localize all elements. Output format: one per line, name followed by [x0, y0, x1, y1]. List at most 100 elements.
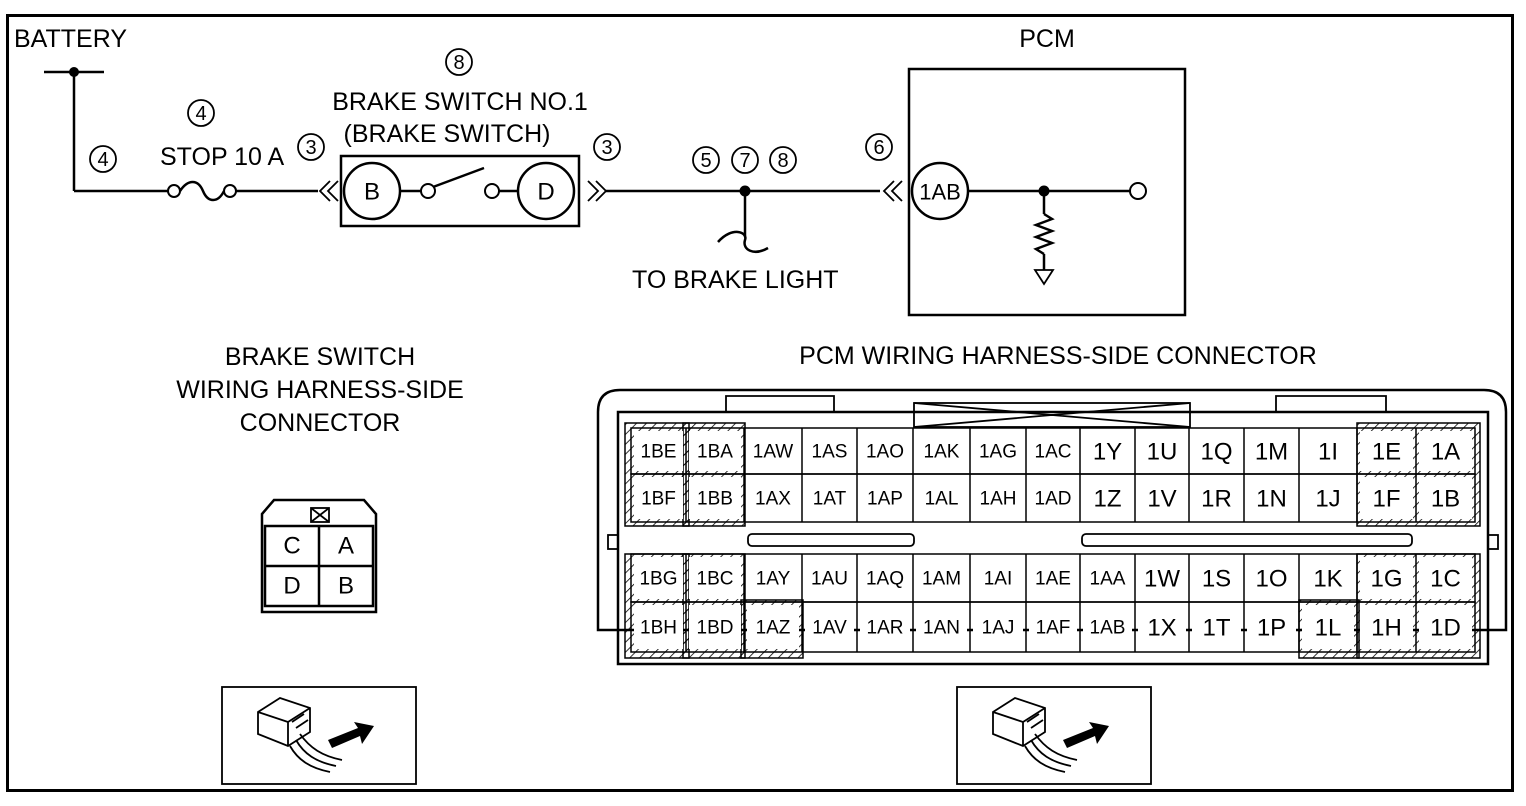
pcm-connector-pin: 1AX: [755, 489, 791, 510]
pcm-connector-pin-cell: [1083, 431, 1132, 471]
pcm-connector-pin-cell: [634, 557, 683, 599]
pcm-connector-pin: 1AQ: [866, 569, 904, 590]
pcm-connector-pin: 1S: [1202, 566, 1231, 593]
callout-junction-7: 7: [731, 146, 759, 174]
callout-junction-5: 5: [692, 146, 720, 174]
pcm-connector-pin-cell: [1192, 477, 1241, 519]
pcm-connector-pin: 1AI: [984, 569, 1013, 590]
svg-text:B: B: [364, 179, 380, 206]
pcm-connector-pin-cell: [1083, 557, 1132, 599]
pcm-connector-pin: 1AJ: [982, 618, 1015, 639]
pcm-connector-slot-right: [1081, 533, 1413, 547]
brake-switch-box: [339, 154, 581, 228]
pcm-connector-pin-cell: [1029, 557, 1077, 599]
pcm-connector-pin: 1BF: [641, 489, 676, 510]
callout-switch-top: 8: [445, 48, 473, 76]
brake-conn-title-2: WIRING HARNESS-SIDE: [176, 376, 464, 404]
pcm-connector-pin-cell: [1138, 605, 1186, 649]
brake-switch-sublabel: (BRAKE SWITCH): [344, 120, 551, 148]
pcm-connector-pin: 1I: [1318, 439, 1338, 466]
pcm-connector-pin: 1AF: [1036, 618, 1071, 639]
svg-text:1AB: 1AB: [919, 180, 961, 205]
pcm-conn-title: PCM WIRING HARNESS-SIDE CONNECTOR: [799, 342, 1317, 370]
brake-conn-title-1: BRAKE SWITCH: [225, 343, 415, 371]
pcm-connector-pin-cell: [1138, 557, 1186, 599]
pcm-connector-pin-cell: [916, 477, 967, 519]
connector-chevron-icon: [587, 180, 608, 202]
pcm-connector-pin-cell: [916, 557, 967, 599]
pcm-connector-pin: 1BA: [697, 442, 733, 463]
brake-connector-body: [260, 498, 378, 614]
switch-terminal-b: B: [342, 161, 402, 221]
pcm-connector-pin-cell: [1029, 605, 1077, 649]
pcm-connector-pin-cell: [973, 557, 1023, 599]
pcm-connector-pin-cell: [1247, 431, 1296, 471]
pcm-connector-pin: 1AG: [979, 442, 1017, 463]
switch-blade: [432, 166, 485, 189]
pcm-connector-pin: 1U: [1147, 439, 1178, 466]
pcm-connector-pin: 1AR: [867, 618, 904, 639]
pcm-connector-pin: 1M: [1255, 439, 1288, 466]
pcm-connector-pin-cell: [860, 431, 910, 471]
pcm-connector-pin-cell: [689, 605, 741, 649]
pcm-connector-tab-left: [725, 395, 835, 412]
pcm-connector-body: [616, 410, 1490, 666]
pcm-connector-pin: 1F: [1372, 486, 1400, 513]
pcm-connector-pin: 1AK: [924, 442, 960, 463]
pcm-connector-pin: 1AE: [1035, 569, 1071, 590]
pcm-connector-pin-cell: [747, 477, 799, 519]
pcm-connector-pin: 1L: [1315, 615, 1342, 642]
pcm-connector-pin: 1AA: [1090, 569, 1126, 590]
svg-text:4: 4: [195, 103, 206, 125]
brake-conn-title-3: CONNECTOR: [240, 409, 401, 437]
connector-chevron-icon: [882, 180, 903, 202]
diagram-frame: [6, 14, 1514, 792]
pcm-connector-pin: 1C: [1430, 566, 1461, 593]
pcm-connector-pin-cell: [634, 477, 683, 519]
pcm-connector-pin-cell: [1029, 477, 1077, 519]
pcm-connector-pin-cell: [1419, 605, 1472, 649]
pcm-connector-pin: 1D: [1430, 615, 1461, 642]
pcm-connector-pin: 1BB: [697, 489, 733, 510]
pcm-connector-pin: 1AW: [753, 442, 794, 463]
fuse-label: STOP 10 A: [160, 143, 284, 171]
fuse-icon: [167, 180, 237, 202]
pcm-connector-pin: 1AL: [925, 489, 959, 510]
pcm-connector-pin: 1V: [1147, 486, 1176, 513]
pcm-connector-pin: 1T: [1202, 615, 1230, 642]
pcm-connector-row: [630, 473, 1476, 523]
callout-pcm-entry: 6: [865, 133, 893, 161]
pcm-connector-pin: 1AH: [980, 489, 1017, 510]
pcm-connector-pin: 1X: [1147, 615, 1176, 642]
pcm-connector-pin-cell: [1360, 477, 1413, 519]
pcm-connector-pin: 1P: [1257, 615, 1286, 642]
pcm-connector-pin-cell: [689, 557, 741, 599]
pcm-connector-pin-cell: [1247, 557, 1296, 599]
pcm-connector-slot-left: [747, 533, 915, 547]
pcm-connector-pin-cell: [860, 557, 910, 599]
pcm-box: [907, 67, 1187, 317]
pcm-connector-pin: 1AO: [866, 442, 904, 463]
connector-latch-icon: [310, 507, 330, 523]
callout-switch-right: 3: [593, 133, 621, 161]
pcm-connector-pin: 1AV: [812, 618, 847, 639]
callout-switch-left: 3: [297, 133, 325, 161]
pcm-connector-pin: 1AN: [923, 618, 960, 639]
pcm-connector-pin: 1BE: [641, 442, 677, 463]
pcm-connector-pin-cell: [1192, 557, 1241, 599]
pcm-connector-pin-cell: [1192, 605, 1241, 649]
callout-junction-8: 8: [769, 146, 797, 174]
pcm-connector-pin-cell: [1083, 605, 1132, 649]
pcm-connector-pin: 1H: [1371, 615, 1402, 642]
pcm-connector-pin: 1AC: [1035, 442, 1072, 463]
resistor-icon: [1032, 212, 1056, 256]
pcm-connector-pin-cell: [805, 557, 854, 599]
pcm-connector-pin-cell: [689, 431, 741, 471]
pcm-connector-pin-cell: [1302, 431, 1354, 471]
pcm-connector-pin-cell: [634, 431, 683, 471]
pcm-connector-pin-cell: [747, 431, 799, 471]
pcm-connector-pin-cell: [1302, 605, 1354, 649]
